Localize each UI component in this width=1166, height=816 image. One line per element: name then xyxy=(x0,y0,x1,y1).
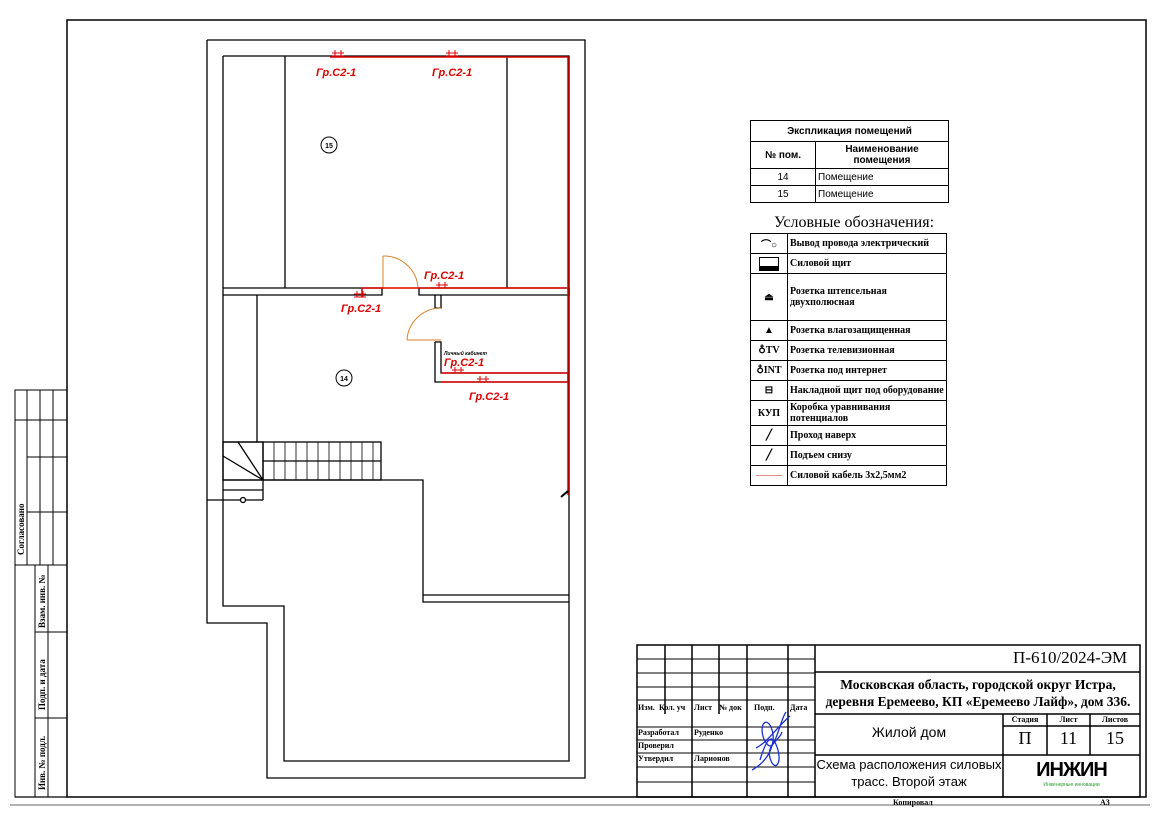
role-approved: Утвердил xyxy=(638,754,674,763)
socket-icon xyxy=(452,367,464,374)
pass-up-icon xyxy=(560,490,569,498)
rise-from-below-icon: ╱ xyxy=(750,445,788,466)
doors xyxy=(382,255,442,341)
room-name-label: Личный кабинет xyxy=(443,350,487,357)
company-logo: ИНЖИН Инженерные инновации xyxy=(1036,759,1108,788)
header-izm: Изм. xyxy=(638,703,655,712)
legend-title: Условные обозначения: xyxy=(774,214,935,231)
legend-label: Розетка штепсельная двухполюсная xyxy=(787,273,947,321)
legend-row: Силовой щит xyxy=(750,253,947,274)
legend-label: Розетка телевизионная xyxy=(787,340,947,361)
explication-title: Экспликация помещений xyxy=(750,120,949,142)
group-label: Гр.С2-1 xyxy=(469,391,509,403)
legend-label: Розетка влагозащищенная xyxy=(787,320,947,341)
signature xyxy=(751,711,791,771)
legend-row: ╱Подъем снизу xyxy=(750,445,947,466)
group-label: Гр.С2-1 xyxy=(432,67,472,79)
power-panel-icon xyxy=(750,253,788,274)
legend-row: ⊟Накладной щит под оборудование xyxy=(750,380,947,401)
tv-socket-icon: ♁TV xyxy=(750,340,788,361)
group-label: Гр.С2-1 xyxy=(444,357,484,369)
legend-row: ╱Проход наверх xyxy=(750,425,947,446)
sheet-label: Лист xyxy=(1059,715,1078,724)
legend-label: Коробка уравнивания потенциалов xyxy=(787,400,947,426)
floor-plan xyxy=(206,39,586,779)
pass-up-icon: ╱ xyxy=(750,425,788,446)
room-marker-15: 15 xyxy=(320,136,338,154)
surface-panel-icon: ⊟ xyxy=(750,380,788,401)
socket-icon xyxy=(332,50,344,57)
legend-label: Силовой щит xyxy=(787,253,947,274)
sheet-title: Схема расположения силовых трасс. Второй… xyxy=(816,757,1002,789)
side-stamp-inv-replace: Взам. инв. № xyxy=(37,574,47,628)
power-cable-icon xyxy=(750,465,788,486)
legend-row: Силовой кабель 3х2,5мм2 xyxy=(750,465,947,486)
legend-label: Вывод провода электрический xyxy=(787,233,947,254)
explication-col-name: Наименование помещения xyxy=(815,141,949,169)
role-checked: Проверил xyxy=(638,741,674,750)
legend-label: Подъем снизу xyxy=(787,445,947,466)
socket-icon xyxy=(477,376,489,383)
format-label: А3 xyxy=(1100,798,1110,807)
document-code: П-610/2024-ЭМ xyxy=(1013,648,1128,667)
socket-icon: ⏏ xyxy=(750,273,788,321)
legend-label: Силовой кабель 3х2,5мм2 xyxy=(787,465,947,486)
legend-row: ⌒○Вывод провода электрический xyxy=(750,233,947,254)
header-list: Лист xyxy=(694,703,713,712)
header-kol: Кол. уч xyxy=(659,703,686,712)
name-developed: Руденко xyxy=(694,728,724,737)
socket-icon xyxy=(354,291,366,298)
socket-icon xyxy=(446,50,458,57)
legend-label: Проход наверх xyxy=(787,425,947,446)
object-address: Московская область, городской округ Истр… xyxy=(825,677,1131,709)
legend-label: Накладной щит под оборудование xyxy=(787,380,947,401)
legend-label: Розетка под интернет xyxy=(787,360,947,381)
room-marker-14: 14 xyxy=(335,369,353,387)
svg-text:14: 14 xyxy=(340,376,348,383)
side-stamp-grid xyxy=(14,389,68,798)
sheets-label: Листов xyxy=(1101,715,1129,724)
copied-label: Копировал xyxy=(893,798,933,807)
explication-table: Экспликация помещений № пом. Наименовани… xyxy=(750,120,949,203)
table-row: 15 Помещение xyxy=(750,185,949,203)
title-block-rows xyxy=(637,658,815,783)
stair-treads xyxy=(273,442,374,480)
wire-outlet-icon: ⌒○ xyxy=(750,233,788,254)
socket-icon xyxy=(436,282,448,289)
group-label: Гр.С2-1 xyxy=(316,67,356,79)
legend-row: ▲Розетка влагозащищенная xyxy=(750,320,947,341)
sheets-value: 15 xyxy=(1106,728,1124,748)
group-label: Гр.С2-1 xyxy=(424,270,464,282)
svg-text:15: 15 xyxy=(325,143,333,150)
object-name: Жилой дом xyxy=(871,724,947,740)
sheet-value: 11 xyxy=(1059,728,1078,748)
role-developed: Разработал xyxy=(638,728,679,737)
side-stamp-agreed: Согласовано xyxy=(16,503,26,556)
side-stamp-inv-orig: Инв. № подл. xyxy=(37,735,47,790)
title-block-grid xyxy=(636,644,1141,798)
waterproof-socket-icon: ▲ xyxy=(750,320,788,341)
potential-box-icon: КУП xyxy=(750,400,788,426)
group-label: Гр.С2-1 xyxy=(341,303,381,315)
header-ndok: № док xyxy=(719,703,742,712)
stage-value: П xyxy=(1018,728,1032,748)
header-podp: Подп. xyxy=(754,703,775,712)
stage-label: Стадия xyxy=(1011,715,1039,724)
internet-socket-icon: ♁INT xyxy=(750,360,788,381)
side-stamp-sign-date: Подп. и дата xyxy=(37,659,47,710)
header-data: Дата xyxy=(790,703,808,712)
table-row: 14 Помещение xyxy=(750,168,949,186)
name-approved: Ларионов xyxy=(694,754,730,763)
legend-row: ⏏Розетка штепсельная двухполюсная xyxy=(750,273,947,321)
explication-col-number: № пом. xyxy=(750,141,816,169)
socket-symbols xyxy=(332,50,489,383)
